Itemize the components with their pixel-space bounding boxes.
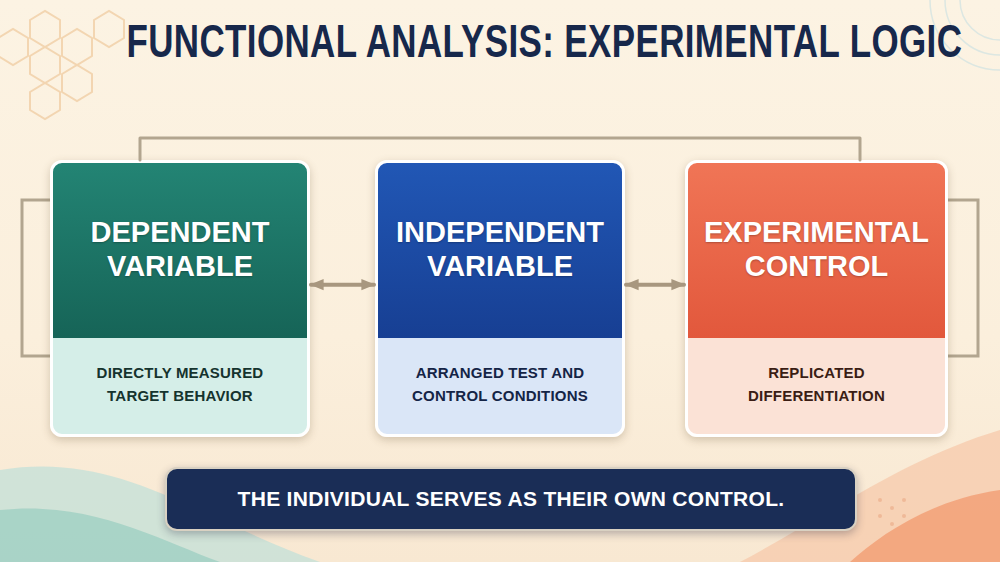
box-description: DIRECTLY MEASURED TARGET BEHAVIOR (53, 335, 307, 434)
connector-arrow (311, 283, 374, 287)
wave-shape (850, 490, 1000, 562)
connector-arrow (626, 283, 684, 287)
dot-pattern (878, 498, 906, 526)
banner-text: THE INDIVIDUAL SERVES AS THEIR OWN CONTR… (238, 487, 785, 511)
box-heading: EXPERIMENTAL CONTROL (688, 163, 945, 335)
box-heading: INDEPENDENT VARIABLE (378, 163, 622, 335)
arc-pattern (930, 0, 1000, 70)
connector-line (140, 138, 860, 160)
hexagon-pattern (0, 11, 124, 119)
box-description: REPLICATED DIFFERENTIATION (688, 335, 945, 434)
concept-box: EXPERIMENTAL CONTROLREPLICATED DIFFERENT… (685, 160, 948, 437)
box-description: ARRANGED TEST AND CONTROL CONDITIONS (378, 335, 622, 434)
summary-banner: THE INDIVIDUAL SERVES AS THEIR OWN CONTR… (165, 467, 857, 531)
diagram-title: FUNCTIONAL ANALYSIS: EXPERIMENTAL LOGIC (126, 14, 886, 68)
box-heading: DEPENDENT VARIABLE (53, 163, 307, 335)
concept-box: INDEPENDENT VARIABLEARRANGED TEST AND CO… (375, 160, 625, 437)
concept-box: DEPENDENT VARIABLEDIRECTLY MEASURED TARG… (50, 160, 310, 437)
